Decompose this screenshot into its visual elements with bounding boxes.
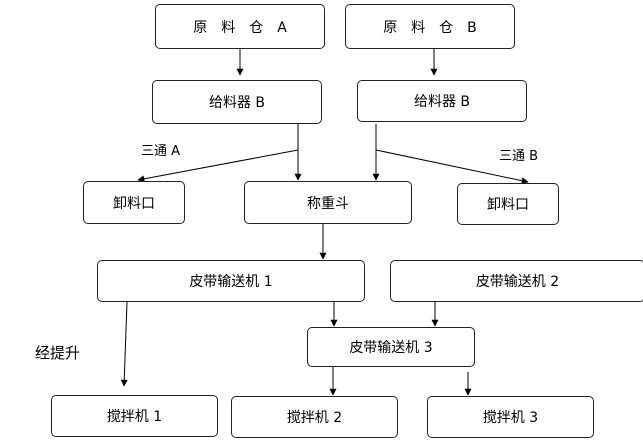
mixer-2-node: 搅拌机 2 <box>231 396 398 438</box>
feeder-right-node: 给料器 B <box>357 80 527 122</box>
conveyor-1-node: 皮带输送机 1 <box>97 260 365 302</box>
arrow-conveyor-1-to-mixer-1 <box>120 301 128 387</box>
mixer-3-node: 搅拌机 3 <box>427 396 594 438</box>
silo-b-node: 原 料 仓 B <box>345 4 515 49</box>
lift-label: 经提升 <box>35 344 81 362</box>
tee-a-label: 三通 A <box>141 144 181 159</box>
arrow-tee-a-to-outlet <box>137 149 299 183</box>
feeder-left-node: 给料器 B <box>152 80 322 124</box>
silo-a-node: 原 料 仓 A <box>155 4 325 49</box>
outlet-right-node: 卸料口 <box>457 183 559 225</box>
tee-b-label: 三通 B <box>499 149 539 164</box>
outlet-left-node: 卸料口 <box>83 181 185 224</box>
conveyor-3-node: 皮带输送机 3 <box>307 327 475 367</box>
arrow-tee-b-to-outlet <box>375 149 529 185</box>
conveyor-2-node: 皮带输送机 2 <box>390 260 643 302</box>
mixer-1-node: 搅拌机 1 <box>51 395 218 437</box>
weigh-hopper-node: 称重斗 <box>244 181 412 224</box>
